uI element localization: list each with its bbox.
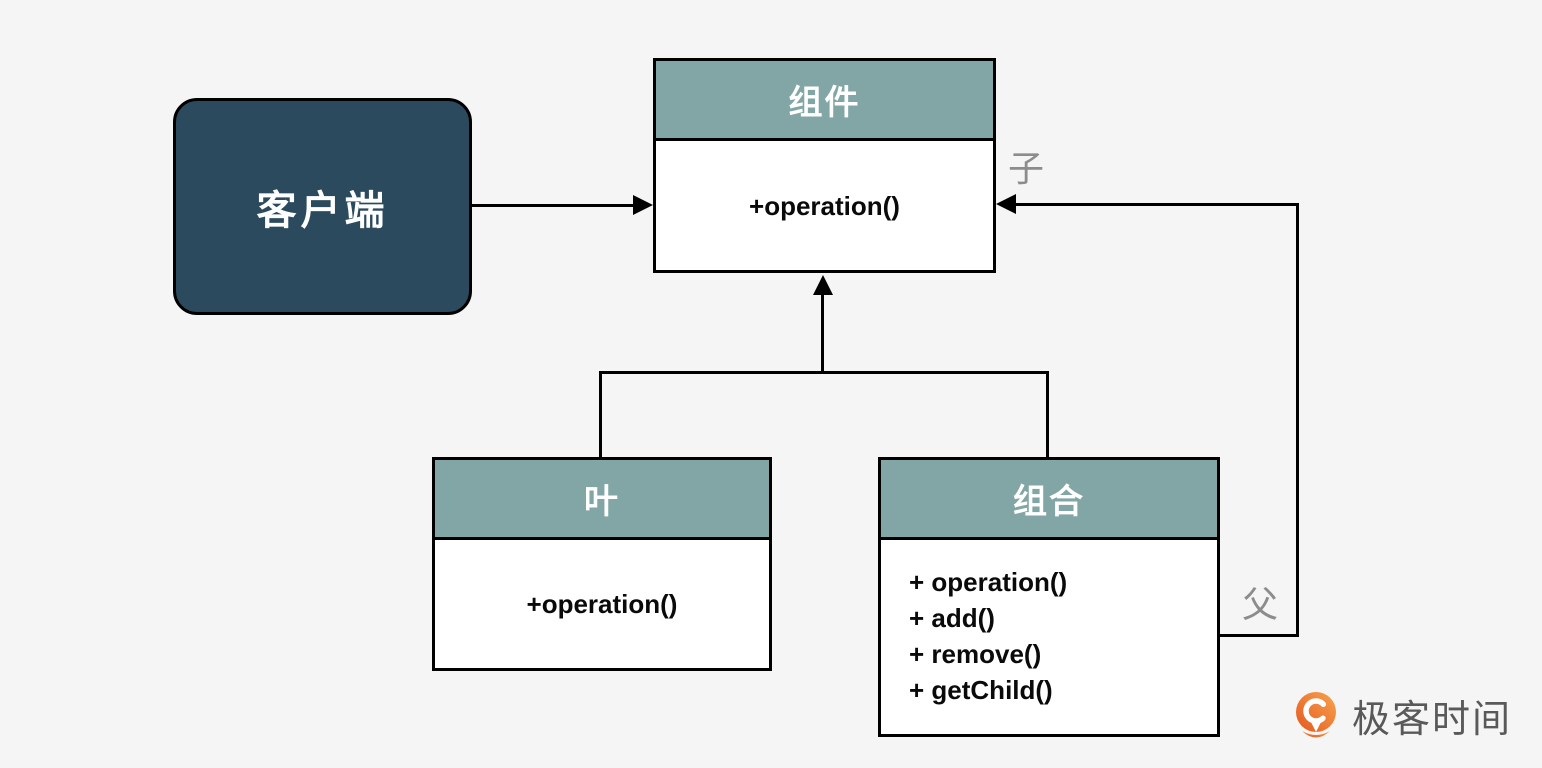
arrow-right-icon: [633, 195, 653, 215]
composite-method: + remove(): [909, 639, 1042, 669]
parent-loop-top: [1014, 203, 1299, 206]
leaf-class-body: +operation(): [435, 540, 769, 668]
client-node: 客户端: [173, 98, 472, 315]
parent-loop-vertical: [1296, 203, 1299, 637]
client-component-edge: [470, 204, 634, 207]
leaf-branch-drop: [599, 371, 602, 460]
component-title: 组件: [788, 84, 861, 122]
composite-title: 组合: [1013, 483, 1085, 521]
composite-method: + operation(): [909, 567, 1068, 597]
component-class-body: +operation(): [656, 141, 993, 270]
inheritance-stem: [821, 293, 824, 374]
arrow-left-icon: [996, 194, 1016, 214]
composite-class-header: 组合: [881, 460, 1217, 540]
parent-loop-bottom: [1219, 634, 1299, 637]
leaf-method: +operation(): [526, 589, 678, 619]
leaf-title: 叶: [584, 483, 620, 521]
inheritance-branch: [599, 371, 1049, 374]
composite-method: + getChild(): [909, 675, 1053, 705]
component-class-box: 组件 +operation(): [653, 58, 996, 273]
composite-branch-drop: [1046, 371, 1049, 460]
geektime-logo: 极客时间: [1290, 688, 1512, 743]
composite-class-box: 组合 + operation() + add() + remove() + ge…: [878, 457, 1220, 737]
client-label: 客户端: [256, 188, 389, 233]
leaf-class-header: 叶: [435, 460, 769, 540]
composite-method: + add(): [909, 603, 995, 633]
geektime-pin-icon: [1296, 691, 1336, 737]
component-method: +operation(): [749, 190, 900, 221]
composite-class-body: + operation() + add() + remove() + getCh…: [881, 540, 1217, 734]
leaf-class-box: 叶 +operation(): [432, 457, 772, 671]
arrow-up-icon: [813, 275, 833, 295]
component-class-header: 组件: [656, 61, 993, 141]
parent-edge-label: 父: [1242, 584, 1279, 625]
child-edge-label: 子: [1008, 148, 1045, 189]
logo-text: 极客时间: [1352, 699, 1513, 741]
